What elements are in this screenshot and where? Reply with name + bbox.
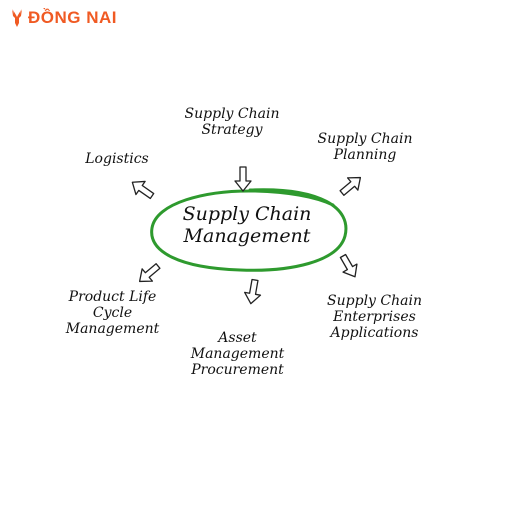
logo-text: ĐỒNG NAI (28, 8, 117, 27)
node-planning: Supply Chain Planning (305, 131, 425, 163)
arrow-planning (339, 176, 362, 196)
node-enterprise: Supply Chain Enterprises Applications (312, 293, 437, 341)
node-product-line3: Management (65, 321, 160, 337)
node-logistics-line1: Logistics (85, 151, 149, 167)
node-asset-line1: Asset (218, 330, 257, 346)
node-logistics: Logistics (75, 151, 159, 167)
center-label: Supply Chain Management (152, 203, 342, 247)
arrow-logistics (131, 180, 155, 200)
node-product-line1: Product Life (68, 289, 157, 305)
node-product-line2: Cycle (92, 305, 133, 321)
arrow-enterprise (339, 253, 358, 278)
node-strategy: Supply Chain Strategy (172, 106, 292, 138)
logo: ĐỒNG NAI (10, 8, 117, 28)
node-enterprise-line3: Applications (330, 325, 419, 341)
node-planning-line1: Supply Chain (317, 131, 413, 147)
node-strategy-line1: Supply Chain (184, 106, 280, 122)
center-label-line2: Management (183, 225, 311, 247)
arrow-product (138, 263, 161, 283)
node-strategy-line2: Strategy (201, 122, 263, 138)
node-asset-line2: Management (190, 346, 285, 362)
node-enterprise-line1: Supply Chain (327, 293, 422, 309)
node-enterprise-line2: Enterprises (333, 309, 416, 325)
node-product: Product Life Cycle Management (50, 289, 175, 337)
deer-head-icon (12, 9, 22, 27)
node-asset: Asset Management Procurement (175, 330, 300, 378)
arrow-strategy (234, 166, 252, 192)
center-label-line1: Supply Chain (182, 203, 312, 225)
center-ellipse (150, 188, 348, 272)
node-asset-line3: Procurement (191, 362, 284, 378)
node-planning-line2: Planning (333, 147, 397, 163)
arrow-asset (244, 278, 262, 305)
